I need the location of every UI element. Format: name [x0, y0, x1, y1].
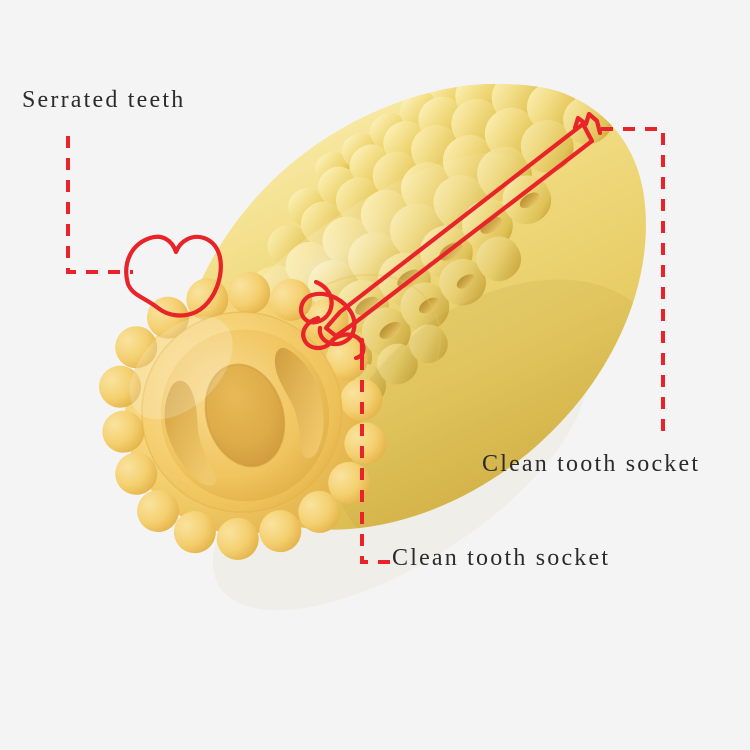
endcap-center-hole-edge: [204, 363, 286, 468]
leader-socket-bottom: [360, 358, 392, 564]
serrated-teeth-marker: [124, 234, 223, 318]
groove-top-terminator: [572, 111, 603, 136]
label-serrated-teeth: Serrated teeth: [22, 87, 186, 113]
endcap-face-edge: [141, 311, 343, 513]
endcap-center-hole: [205, 364, 285, 467]
groove-bottom-terminator-upper: [298, 279, 357, 347]
label-clean-tooth-socket-bottom: Clean tooth socket: [392, 545, 611, 571]
endcap-slot-right: [275, 347, 324, 459]
annotation-markers: [124, 111, 603, 361]
corn-toy-body: [99, 84, 646, 611]
leader-socket-right: [601, 127, 665, 440]
corn-endcap: [99, 271, 387, 560]
leader-lines: [66, 127, 665, 564]
endcap-slot-left: [164, 380, 216, 486]
endcap-highlight: [129, 316, 233, 420]
barrel-rim-seam: [323, 273, 442, 393]
label-clean-tooth-socket-right: Clean tooth socket: [482, 451, 701, 477]
leader-serrated-teeth: [66, 136, 133, 274]
